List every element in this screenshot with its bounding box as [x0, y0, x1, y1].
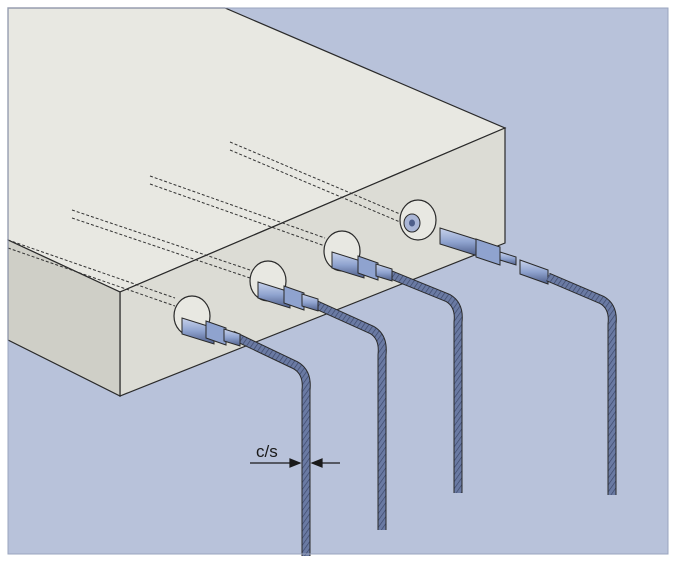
rebar-icon	[546, 272, 617, 495]
frame	[7, 7, 669, 555]
coupler-icon	[331, 251, 393, 282]
dimension-arrow-icon	[250, 458, 340, 468]
dimension-label: c/s	[256, 442, 278, 461]
rebar-icon	[382, 267, 463, 493]
coupler-icon	[181, 317, 241, 347]
rebar-icon	[308, 297, 387, 530]
hidden-bars	[7, 141, 401, 307]
rebar-icon	[230, 330, 311, 556]
coupler-icon	[257, 281, 319, 312]
coupler-icon	[439, 227, 549, 285]
